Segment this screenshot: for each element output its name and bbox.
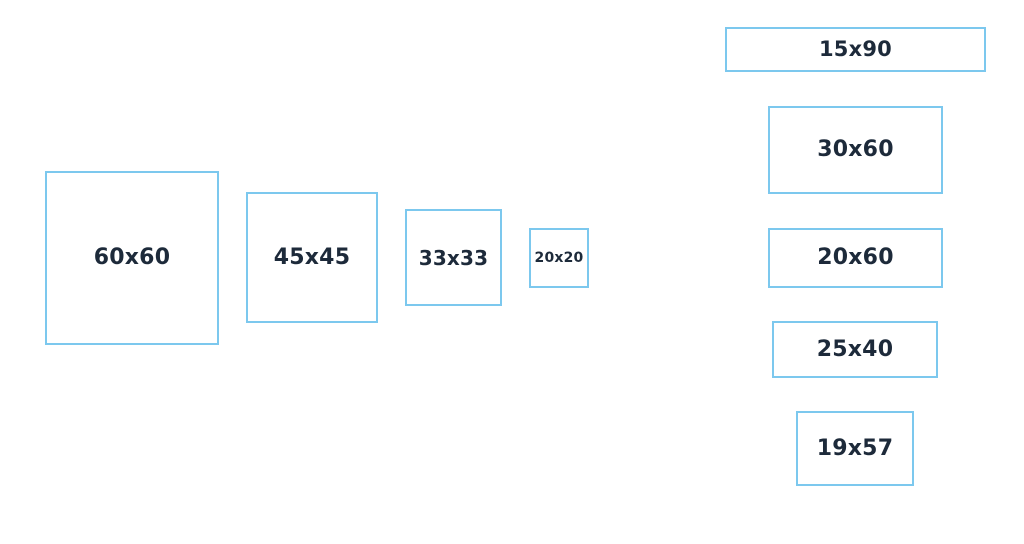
box-25x40: 25x40: [772, 321, 938, 378]
box-30x60: 30x60: [768, 106, 943, 194]
box-20x20: 20x20: [529, 228, 589, 288]
box-19x57: 19x57: [796, 411, 914, 486]
box-30x60-label: 30x60: [817, 137, 894, 162]
box-45x45-label: 45x45: [273, 244, 351, 270]
box-20x60: 20x60: [768, 228, 943, 288]
box-33x33: 33x33: [405, 209, 502, 306]
box-20x60-label: 20x60: [817, 245, 894, 270]
box-15x90: 15x90: [725, 27, 986, 72]
box-19x57-label: 19x57: [816, 435, 894, 461]
box-25x40-label: 25x40: [816, 336, 894, 362]
box-60x60: 60x60: [45, 171, 219, 345]
box-20x20-label: 20x20: [534, 250, 584, 266]
box-60x60-label: 60x60: [93, 245, 171, 270]
box-33x33-label: 33x33: [418, 245, 489, 270]
box-15x90-label: 15x90: [819, 37, 892, 61]
box-45x45: 45x45: [246, 192, 378, 323]
